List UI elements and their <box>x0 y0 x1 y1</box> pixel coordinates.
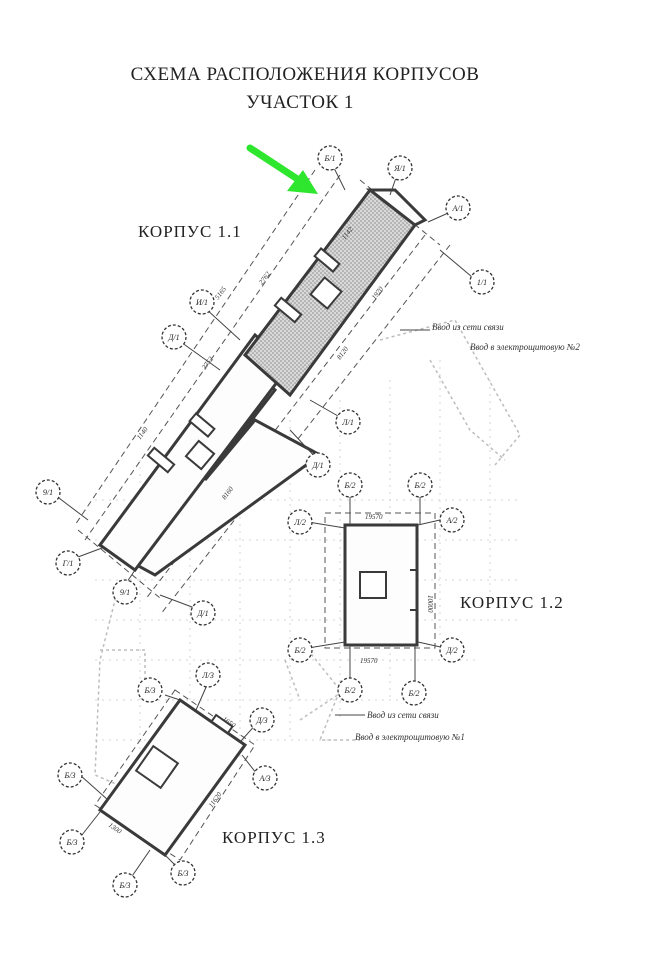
axis-bubble-label: И/1 <box>195 298 208 307</box>
axis-bubble-label: А/2 <box>445 516 457 525</box>
axis-bubble-label: Д/1 <box>196 609 208 618</box>
dim-label: 2762 <box>257 270 272 286</box>
axis-bubble-label: Б/2 <box>294 646 306 655</box>
axis-bubble-label: Б/2 <box>414 481 426 490</box>
note-line: Ввод из сети связи <box>367 710 439 720</box>
axis-bubble-label: Д/2 <box>445 646 457 655</box>
axis-bubble-label: Д/3 <box>255 716 267 725</box>
axis-bubble-label: 1/1 <box>477 278 487 287</box>
axis-bubble-label: Я/1 <box>393 164 405 173</box>
axis-bubble-label: А/3 <box>258 774 270 783</box>
building-1-1: 5165 2762 2752 1140 1970 8120 8160 1142 <box>54 159 479 616</box>
dim-label: 10000 <box>426 595 434 613</box>
axis-bubble-label: Л/3 <box>201 671 214 680</box>
axis-bubble-label: Б/3 <box>64 771 76 780</box>
dim-label: 5165 <box>213 285 228 301</box>
plan-title-line2: УЧАСТОК 1 <box>246 92 354 113</box>
building-1-2-label: КОРПУС 1.2 <box>460 593 564 612</box>
axis-bubble-label: Д/1 <box>167 333 179 342</box>
dim-label: 19570 <box>360 657 378 665</box>
axis-bubble-label: Б/3 <box>177 869 189 878</box>
axis-bubble-label: Б/2 <box>344 481 356 490</box>
axis-bubble-label: Л/2 <box>293 518 306 527</box>
building-1-1-label: КОРПУС 1.1 <box>138 222 242 241</box>
axes-building-1-3: Б/3 Л/3 Д/3 А/3 Б/3 Б/3 Б/3 Б/3 <box>57 662 278 898</box>
green-arrow-icon <box>246 144 318 194</box>
building-1-3: 1650 1300 11620 <box>77 684 261 883</box>
axis-bubble-label: 9/1 <box>43 488 53 497</box>
building-1-2: 19570 10000 19570 <box>307 497 446 682</box>
axis-bubble-label: Б/3 <box>144 686 156 695</box>
axis-bubble-label: Б/1 <box>324 154 336 163</box>
axis-bubble-label: 9/1 <box>120 588 130 597</box>
note-line: Ввод в электрощитовую №1 <box>355 732 465 742</box>
axis-bubble-label: Д/1 <box>311 461 323 470</box>
plan-title-line1: СХЕМА РАСПОЛОЖЕНИЯ КОРПУСОВ <box>131 64 480 85</box>
axis-bubble-label: Б/3 <box>66 838 78 847</box>
axis-bubble-label: А/1 <box>451 204 463 213</box>
axis-bubble-label: Б/2 <box>408 689 420 698</box>
dim-label: 19570 <box>365 513 383 521</box>
note-line: Ввод из сети связи <box>432 322 504 332</box>
dim-label: 1970 <box>370 285 385 301</box>
axes-building-1-1: Б/1 Я/1 А/1 1/1 И/1 Д/1 9/1 Г/1 9/1 Д/1 … <box>35 145 495 626</box>
axis-bubble-label: Г/1 <box>62 559 74 568</box>
dim-label: 8120 <box>335 345 350 361</box>
building-1-3-label: КОРПУС 1.3 <box>222 828 326 847</box>
axis-bubble-label: Б/3 <box>119 881 131 890</box>
axes-building-1-2: Б/2 Б/2 А/2 Л/2 Б/2 Д/2 Б/2 Б/2 <box>287 472 465 706</box>
note-line: Ввод в электрощитовую №2 <box>470 342 580 352</box>
axis-bubble-label: Б/2 <box>344 686 356 695</box>
dim-label: 1140 <box>135 425 150 441</box>
axis-bubble-label: Л/1 <box>341 418 354 427</box>
